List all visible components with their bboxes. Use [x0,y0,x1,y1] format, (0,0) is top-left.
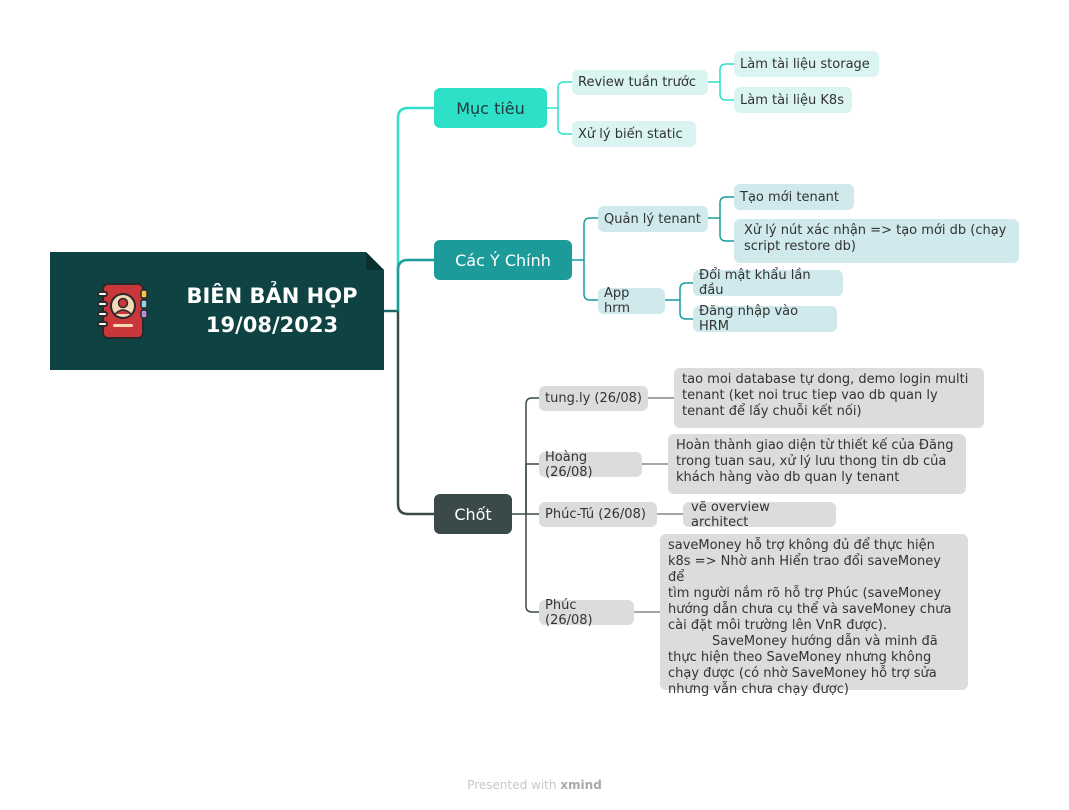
footer-brand: xmind [560,778,602,792]
note-line: tao moi database tự dong, demo login mul… [682,372,969,387]
note-line: vẽ overview architect [691,499,770,530]
subtopic-label: tung.ly (26/08) [545,391,643,406]
subtopic-label: Đổi mật khẩu lần đầu [699,268,811,298]
topic-cac-y-chinh[interactable]: Các Ý Chính [434,240,572,280]
subtopic-label: App hrm [604,286,631,316]
subtopic-label: Làm tài liệu K8s [740,92,844,108]
subtopic-dang-nhap-hrm[interactable]: Đăng nhập vào HRM [693,304,837,334]
subtopic-phuc[interactable]: Phúc (26/08) [539,597,634,628]
note-line: cài đặt môi trường lên VnR được). [668,618,888,633]
subtopic-lam-tai-lieu-storage[interactable]: Làm tài liệu storage [734,51,879,77]
root-title: BIÊN BẢN HỌP 19/08/2023 [172,282,372,340]
note-line: SaveMoney hướng dẫn và minh đã [712,634,938,649]
subtopic-label: Review tuần trước [578,75,696,90]
note-phuc-tu[interactable]: vẽ overview architect [683,499,836,530]
subtopic-label: Quản lý tenant [604,211,701,227]
root-topic[interactable]: BIÊN BẢN HỌP 19/08/2023 [50,252,384,370]
topic-chot[interactable]: Chốt [434,494,512,534]
note-line: k8s => Nhờ anh Hiển trao đổi saveMoney đ… [668,554,941,585]
subtopic-label: Làm tài liệu storage [740,56,870,72]
topic-cac-y-chinh-label: Các Ý Chính [455,250,551,270]
note-line: Hoàn thành giao diện từ thiết kế của Đăn… [676,438,954,453]
note-line: saveMoney hỗ trợ không đủ để thực hiện [668,538,935,553]
subtopic-quan-ly-tenant[interactable]: Quản lý tenant [598,206,708,232]
root-title-line2: 19/08/2023 [205,313,339,337]
note-line: Xử lý nút xác nhận => tạo mới db (chạy [744,223,1007,238]
note-line: khách hàng vào db quan ly tenant [676,470,900,485]
subtopic-label: Phúc (26/08) [545,597,593,628]
topic-muc-tieu-label: Mục tiêu [456,98,525,118]
topic-muc-tieu[interactable]: Mục tiêu [434,88,547,128]
topic-chot-label: Chốt [454,504,492,524]
root-title-line1: BIÊN BẢN HỌP [186,284,358,308]
footer-prefix: Presented with [467,778,557,792]
note-line: chạy được (có nhờ SaveMoney hỗ trợ sửa [668,666,937,681]
note-phuc[interactable]: saveMoney hỗ trợ không đủ để thực hiện k… [660,534,968,697]
note-line: script restore db) [744,239,857,254]
note-line: hướng dẫn chưa cụ thể và saveMoney chưa [668,602,952,617]
subtopic-label: Đăng nhập vào HRM [699,304,799,334]
subtopic-app-hrm[interactable]: App hrm [598,286,665,316]
subtopic-tung-ly[interactable]: tung.ly (26/08) [539,386,648,411]
note-line: tenant để lấy chuỗi kết nối) [682,404,862,419]
subtopic-xu-ly-nut-xac-nhan[interactable]: Xử lý nút xác nhận => tạo mới db (chạy s… [734,219,1019,263]
subtopic-label: Hoàng (26/08) [545,449,593,480]
note-line: tenant (ket noi truc tiep vao db quan ly [682,388,938,403]
note-tung-ly[interactable]: tao moi database tự dong, demo login mul… [674,368,984,428]
corner-fold-shadow [366,252,384,270]
subtopic-review-tuan-truoc[interactable]: Review tuần trước [572,70,708,95]
subtopic-label: Phúc-Tú (26/08) [545,507,646,522]
address-book-icon [97,283,148,339]
note-line: thực hiện theo SaveMoney nhưng không [668,650,932,665]
footer: Presented with xmind [0,778,1069,792]
subtopic-phuc-tu[interactable]: Phúc-Tú (26/08) [539,502,657,527]
note-line: nhưng vẫn chưa chạy được) [668,682,849,697]
subtopic-hoang[interactable]: Hoàng (26/08) [539,449,642,480]
note-line: trong tuan sau, xử lý lưu thong tin db c… [676,454,947,469]
note-line: tìm người nắm rõ hỗ trợ Phúc (saveMoney [668,586,942,601]
subtopic-lam-tai-lieu-k8s[interactable]: Làm tài liệu K8s [734,87,852,113]
subtopic-tao-moi-tenant[interactable]: Tạo mới tenant [734,184,854,210]
subtopic-label: Xử lý biến static [578,126,683,142]
subtopic-doi-mat-khau[interactable]: Đổi mật khẩu lần đầu [693,268,843,298]
subtopic-xu-ly-bien-static[interactable]: Xử lý biến static [572,121,696,147]
subtopic-label: Tạo mới tenant [740,189,839,205]
note-hoang[interactable]: Hoàn thành giao diện từ thiết kế của Đăn… [668,434,966,494]
